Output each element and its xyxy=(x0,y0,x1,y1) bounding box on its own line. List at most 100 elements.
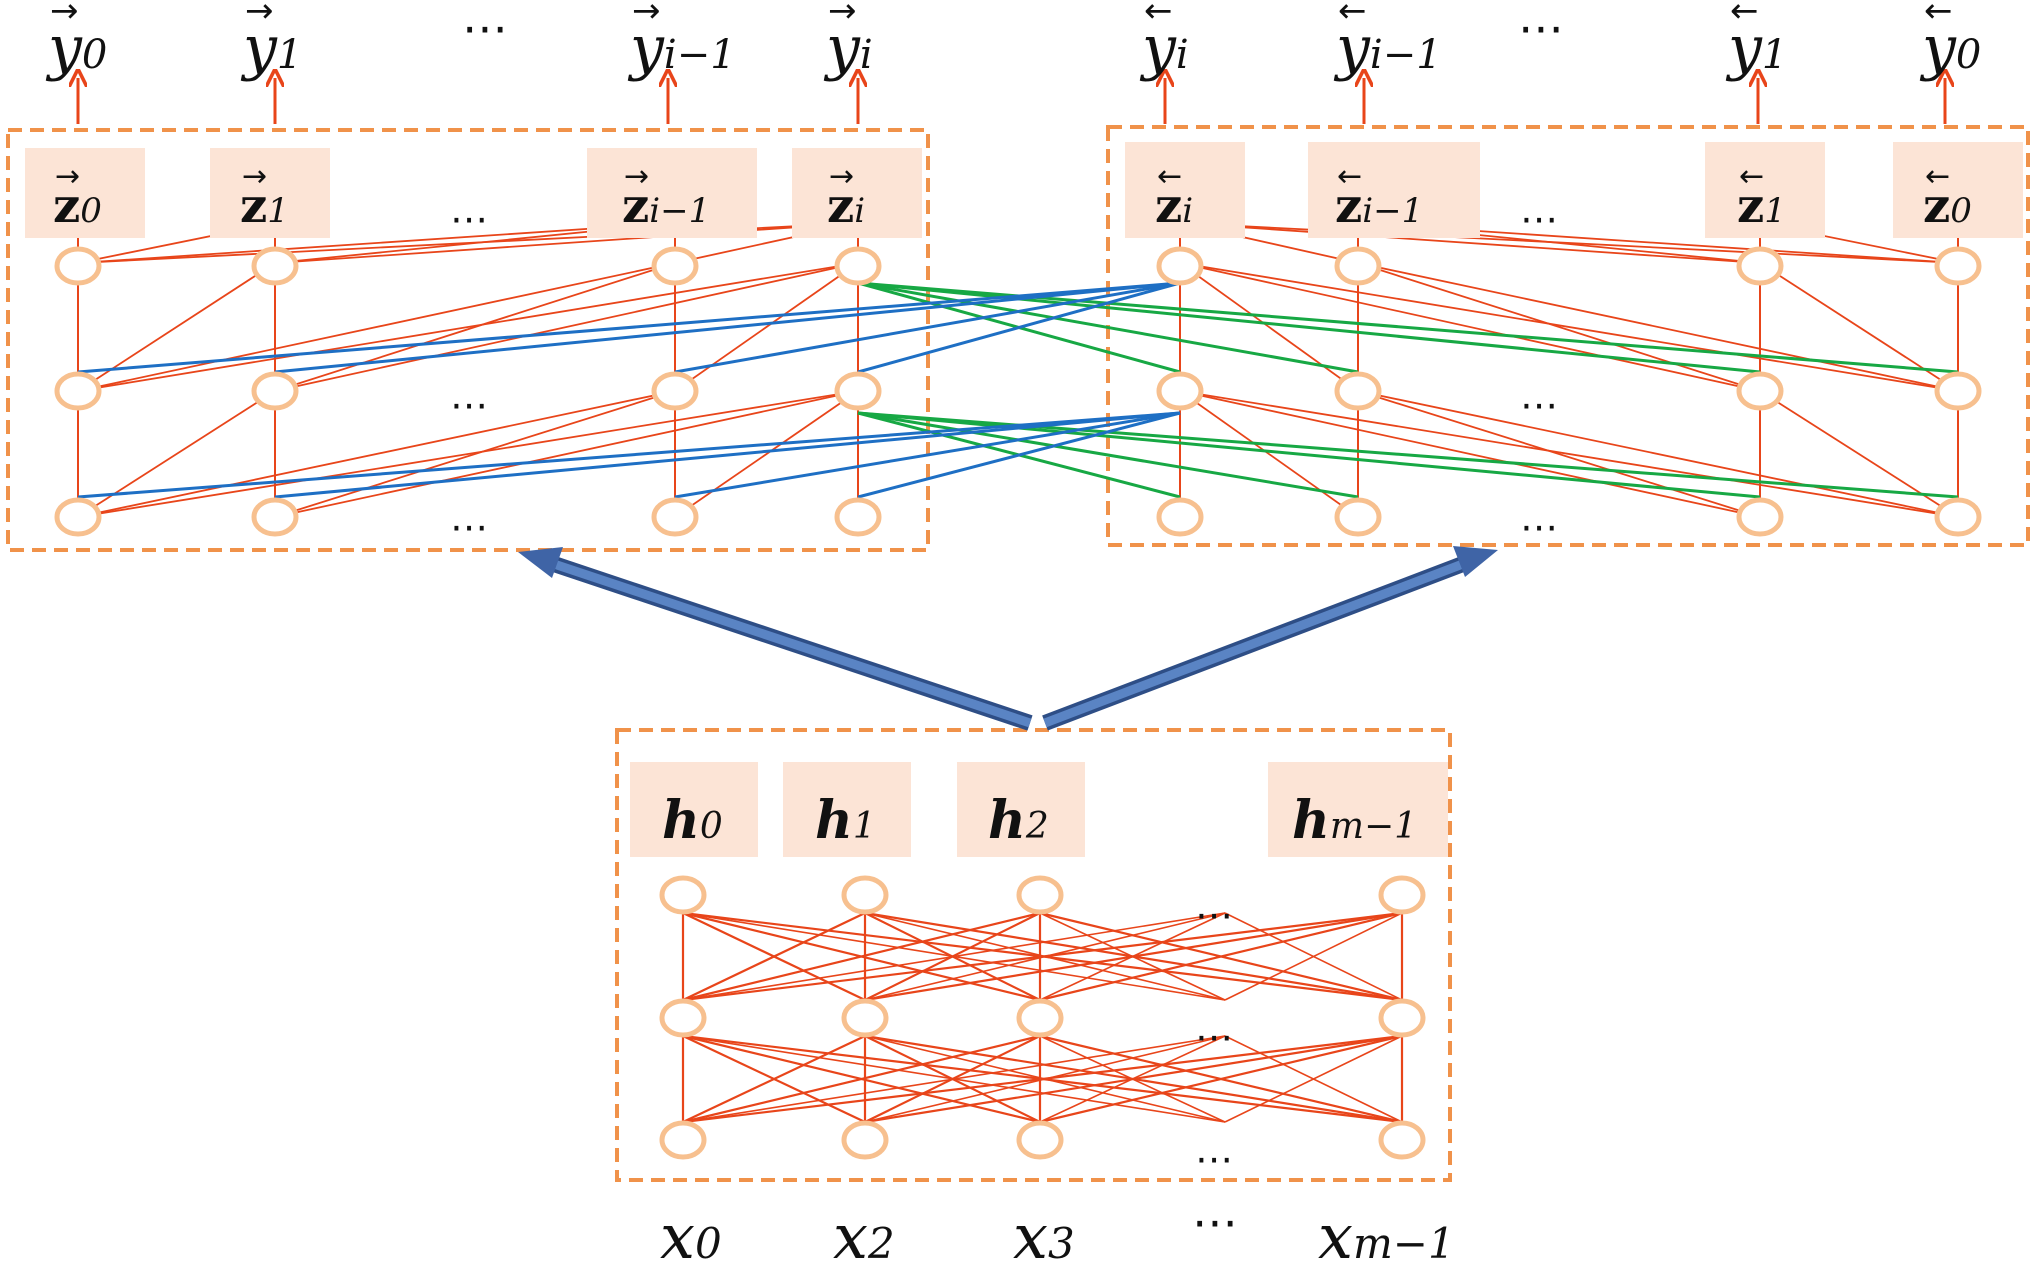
backward-to-forward-link xyxy=(857,411,1181,499)
encoder-dense-link xyxy=(864,912,1226,1001)
encoder-state-label-1: h1 xyxy=(815,790,876,851)
encoder-top-node-3 xyxy=(1378,875,1426,915)
network-nodes xyxy=(54,246,1982,1160)
backward-to-forward-link xyxy=(674,411,1181,499)
backward-causal-link xyxy=(1179,262,1359,392)
backward-bottom-node-0 xyxy=(1156,497,1204,537)
encoder-state-label-2: h2 xyxy=(988,790,1049,851)
encoder-ellipsis-row-3: ⋯ xyxy=(1195,1137,1233,1181)
encoder-dense-link xyxy=(1039,1035,1226,1123)
forward-causal-link xyxy=(274,262,676,392)
forward-output-label-1: y1 xyxy=(240,13,302,83)
encoder-input-label-0: x0 xyxy=(660,1200,722,1273)
encoder-middle-node-1 xyxy=(841,998,889,1038)
forward-output-arrow-3: → xyxy=(828,0,857,31)
encoder-state-box-1 xyxy=(783,762,911,857)
forward-output-label-3: yi xyxy=(823,13,873,83)
backward-ellipsis-row-2: ⋯ xyxy=(1520,383,1558,427)
encoder-state-label-0: h0 xyxy=(662,790,723,851)
forward-to-backward-link xyxy=(857,281,1359,374)
encoder-dense-link xyxy=(682,1035,866,1123)
backward-middle-node-1 xyxy=(1334,371,1382,411)
encoder-state-label-3: hm−1 xyxy=(1292,790,1417,851)
backward-output-label-1: yi−1 xyxy=(1333,13,1442,83)
forward-state-label-2: zi−1 xyxy=(622,178,710,234)
forward-causal-link xyxy=(674,390,859,518)
backward-output-label-2: y1 xyxy=(1725,13,1787,83)
backward-top-node-3 xyxy=(1934,246,1982,286)
backward-to-forward-link xyxy=(674,281,1181,374)
forward-causal-link xyxy=(77,262,859,392)
forward-causal-link xyxy=(77,390,859,518)
encoder-state-box-0 xyxy=(630,762,758,857)
backward-decoder-frame xyxy=(1106,125,2030,547)
forward-middle-node-0 xyxy=(54,371,102,411)
encoder-dense-link xyxy=(1039,911,1403,1002)
forward-state-arrow-1: → xyxy=(242,159,267,194)
encoder-states: h0 h1 h2 hm−1 ⋯ ⋯ ⋯ xyxy=(662,790,1417,1181)
backward-output-arrow-1: ← xyxy=(1338,0,1367,31)
forward-causal-link xyxy=(274,390,859,518)
backward-bottom-node-1 xyxy=(1334,497,1382,537)
forward-causal-link xyxy=(77,262,676,392)
forward-state-box-1 xyxy=(210,148,330,238)
backward-causal-link xyxy=(1179,262,1959,392)
backward-causal-link xyxy=(1179,390,1761,518)
forward-output-label-2: yi−1 xyxy=(627,13,736,83)
backward-state-arrow-3: ← xyxy=(1925,159,1950,194)
backward-middle-node-0 xyxy=(1156,371,1204,411)
backward-state-arrow-1: ← xyxy=(1337,159,1362,194)
encoder-top-node-2 xyxy=(1016,875,1064,915)
encoder-dense-link xyxy=(1039,912,1226,1001)
forward-to-backward-link xyxy=(857,411,1359,499)
encoder-top-node-1 xyxy=(841,875,889,915)
forward-ellipsis-row-2: ⋯ xyxy=(450,383,488,427)
encoder-dense-link xyxy=(682,1034,1041,1124)
backward-state-box-2 xyxy=(1705,142,1825,238)
forward-state-box-0 xyxy=(25,148,145,238)
backward-middle-node-3 xyxy=(1934,371,1982,411)
backward-causal-link xyxy=(1759,262,1959,392)
backward-to-forward-link xyxy=(274,411,1181,499)
backward-middle-node-2 xyxy=(1736,371,1784,411)
encoder-ellipsis-row-1: ⋯ xyxy=(1195,893,1233,937)
encoder-ellipsis-row-2: ⋯ xyxy=(1195,1015,1233,1059)
encoder-middle-node-2 xyxy=(1016,998,1064,1038)
backward-causal-link xyxy=(1759,390,1959,518)
backward-state-label-3: z0 xyxy=(1923,178,1972,234)
forward-state-arrow-3: → xyxy=(829,159,854,194)
backward-causal-link xyxy=(1357,390,1761,518)
forward-states: z0 z1 zi−1 zi → → → → ⋯ ⋯ ⋯ xyxy=(53,159,865,549)
backward-causal-link xyxy=(1179,390,1359,518)
forward-causal-link xyxy=(274,262,859,392)
forward-bottom-node-3 xyxy=(834,497,882,537)
encoder-bottom-node-3 xyxy=(1378,1120,1426,1160)
encoder-inputs: x0 x2 x3 xm−1 ⋯ xyxy=(660,1195,1455,1273)
forward-to-backward-link xyxy=(857,411,1761,499)
forward-top-node-0 xyxy=(54,246,102,286)
forward-top-node-1 xyxy=(251,246,299,286)
forward-bottom-node-0 xyxy=(54,497,102,537)
encoder-input-label-3: xm−1 xyxy=(1318,1200,1455,1273)
encoder-dense-link xyxy=(682,912,1226,1001)
forward-ellipsis-row-3: ⋯ xyxy=(450,505,488,549)
forward-state-label-1: z1 xyxy=(240,178,289,234)
backward-causal-link xyxy=(1179,222,1959,264)
encoder-dense-link xyxy=(1224,1035,1403,1123)
encoder-middle-node-0 xyxy=(659,998,707,1038)
backward-to-forward-link xyxy=(857,281,1181,374)
backward-causal-link xyxy=(1179,222,1761,264)
backward-state-box-0 xyxy=(1125,142,1245,238)
forward-to-backward-link xyxy=(857,281,1761,374)
forward-causal-link xyxy=(674,262,859,392)
backward-top-node-0 xyxy=(1156,246,1204,286)
forward-causal-link xyxy=(77,390,276,518)
encoder-input-ellipsis: ⋯ xyxy=(1192,1195,1238,1249)
encoder-dense-link xyxy=(682,911,1041,1002)
backward-output-arrow-0: ← xyxy=(1144,0,1173,31)
backward-to-forward-link xyxy=(274,281,1181,374)
backward-causal-link xyxy=(1179,390,1959,518)
backward-state-label-1: zi−1 xyxy=(1335,178,1423,234)
encoder-input-label-2: x3 xyxy=(1013,1200,1075,1273)
